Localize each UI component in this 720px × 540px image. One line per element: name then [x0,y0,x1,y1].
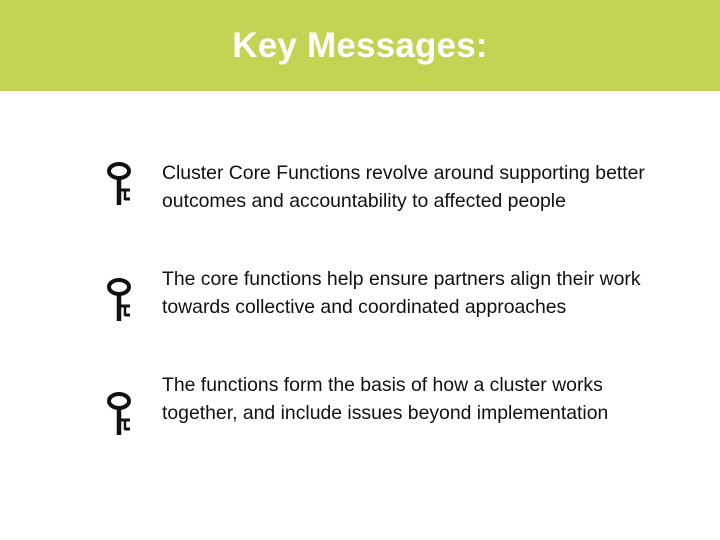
bullet-item: The functions form the basis of how a cl… [106,372,666,468]
title-banner: Key Messages: [0,0,720,91]
bullet-text: Cluster Core Functions revolve around su… [162,162,645,212]
bullet-item: The core functions help ensure partners … [106,266,666,362]
bullet-text: The core functions help ensure partners … [162,268,641,318]
key-icon [107,162,131,205]
key-icon [107,392,131,435]
bullet-text: The functions form the basis of how a cl… [162,374,609,424]
slide-title: Key Messages: [232,25,488,65]
key-icon [107,278,131,321]
bullet-item: Cluster Core Functions revolve around su… [106,160,666,256]
